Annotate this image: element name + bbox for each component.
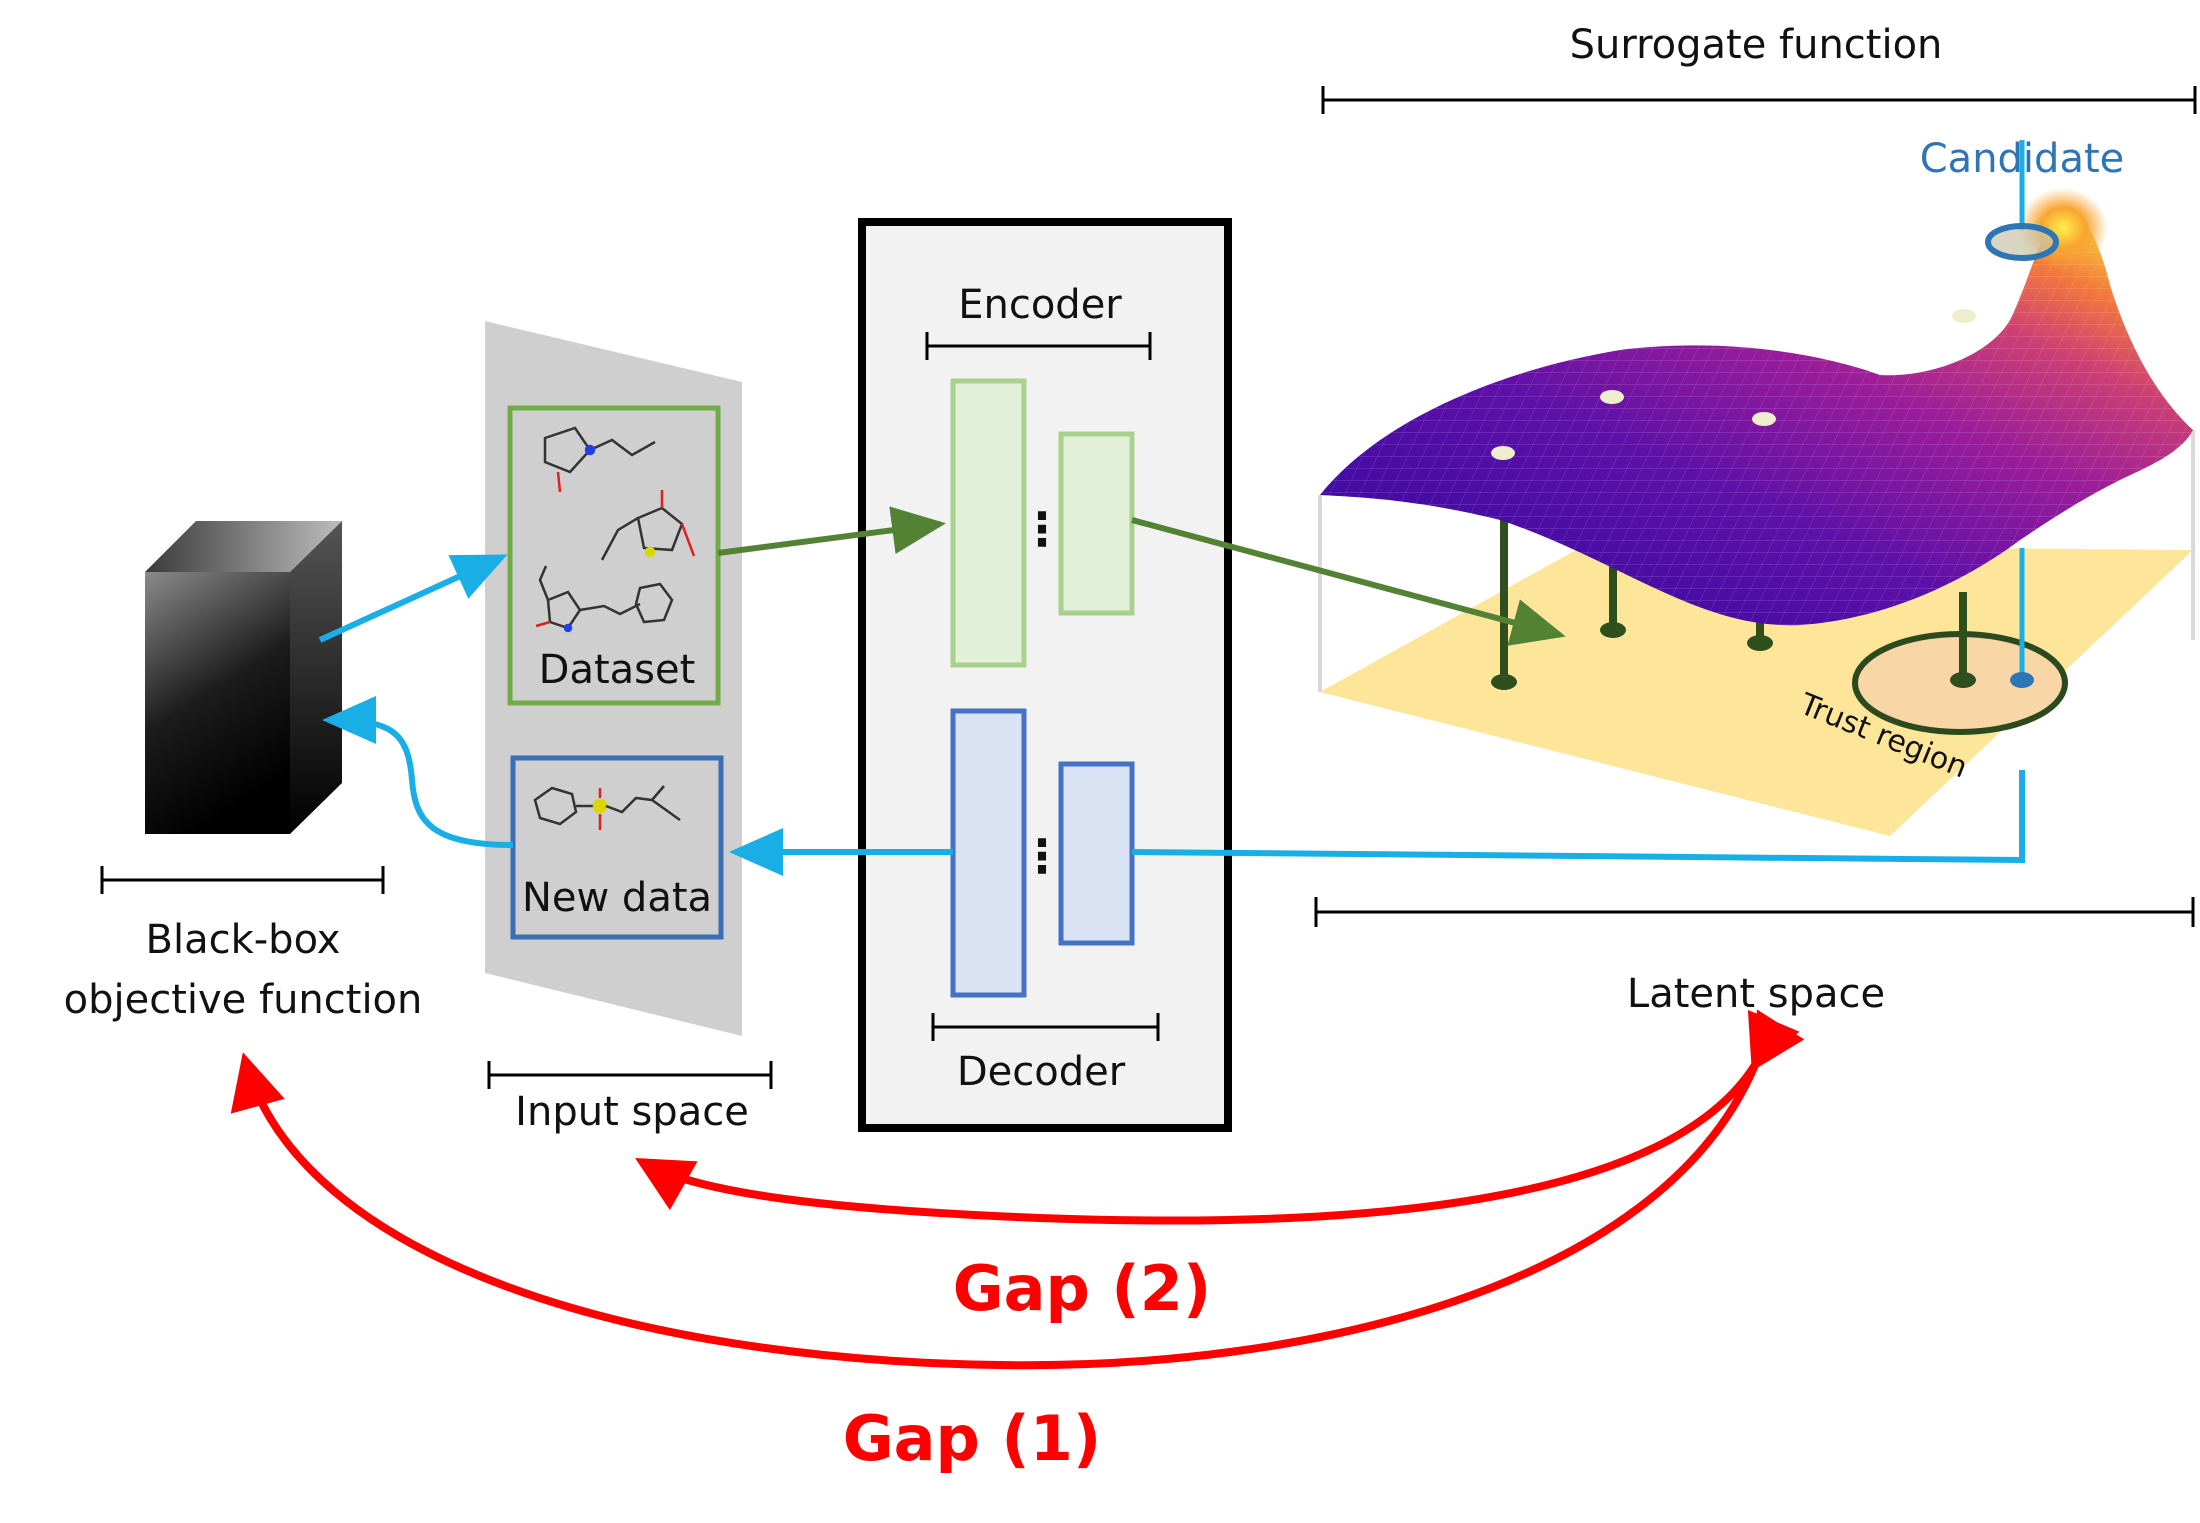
black-box-label-line2: objective function <box>64 977 423 1023</box>
arrow-candidate-to-decoder <box>1131 770 2025 864</box>
decoder-label: Decoder <box>957 1049 1126 1095</box>
gap2-arc <box>635 1009 1805 1225</box>
latent-space-plot: Trust region <box>1318 140 2195 836</box>
molecule-icon-3 <box>535 565 674 633</box>
candidate-foot <box>2010 672 2034 688</box>
arrow-newdata-to-blackbox <box>322 696 514 848</box>
black-box-bracket <box>100 866 385 894</box>
input-space-panel <box>485 321 742 1036</box>
arrow-encoder-to-latent <box>1131 517 1566 646</box>
arrow-blackbox-to-dataset <box>318 554 508 643</box>
black-box-cube <box>145 521 342 834</box>
candidate-ring <box>1985 223 2059 261</box>
sample-stem-feet <box>1491 622 1976 690</box>
encoder-layer-small <box>1058 431 1135 616</box>
molecule-icon-1 <box>543 426 656 493</box>
encoder-layer-large <box>950 378 1027 668</box>
gap2-label: Gap (2) <box>953 1252 1212 1325</box>
gap1-arc <box>230 1009 1800 1370</box>
arrow-dataset-to-encoder <box>717 506 946 556</box>
input-space-label: Input space <box>515 1089 749 1135</box>
surrogate-function-label: Surrogate function <box>1570 22 1943 68</box>
decoder-dots: ⋮ <box>1019 829 1065 883</box>
gap1-label: Gap (1) <box>843 1402 1102 1475</box>
autoencoder-panel <box>858 218 1232 1132</box>
encoder-label: Encoder <box>958 282 1122 328</box>
candidate-label: Candidate <box>1920 136 2125 182</box>
new-data-label: New data <box>522 875 712 921</box>
surrogate-function-bracket <box>1321 86 2197 114</box>
encoder-dots: ⋮ <box>1019 502 1065 556</box>
dataset-box <box>507 405 721 706</box>
latent-space-bracket <box>1314 897 2195 927</box>
input-space-bracket <box>487 1061 773 1089</box>
decoder-layer-small <box>1058 761 1135 946</box>
observed-points <box>1491 309 1976 460</box>
decoder-layer-large <box>950 708 1027 998</box>
molecule-icon-2 <box>600 490 696 561</box>
latent-space-label: Latent space <box>1627 971 1885 1017</box>
black-box-label-line1: Black-box <box>146 917 341 963</box>
dataset-label: Dataset <box>539 647 696 693</box>
molecule-icon-4 <box>533 785 681 830</box>
encoder-bracket <box>925 332 1152 360</box>
